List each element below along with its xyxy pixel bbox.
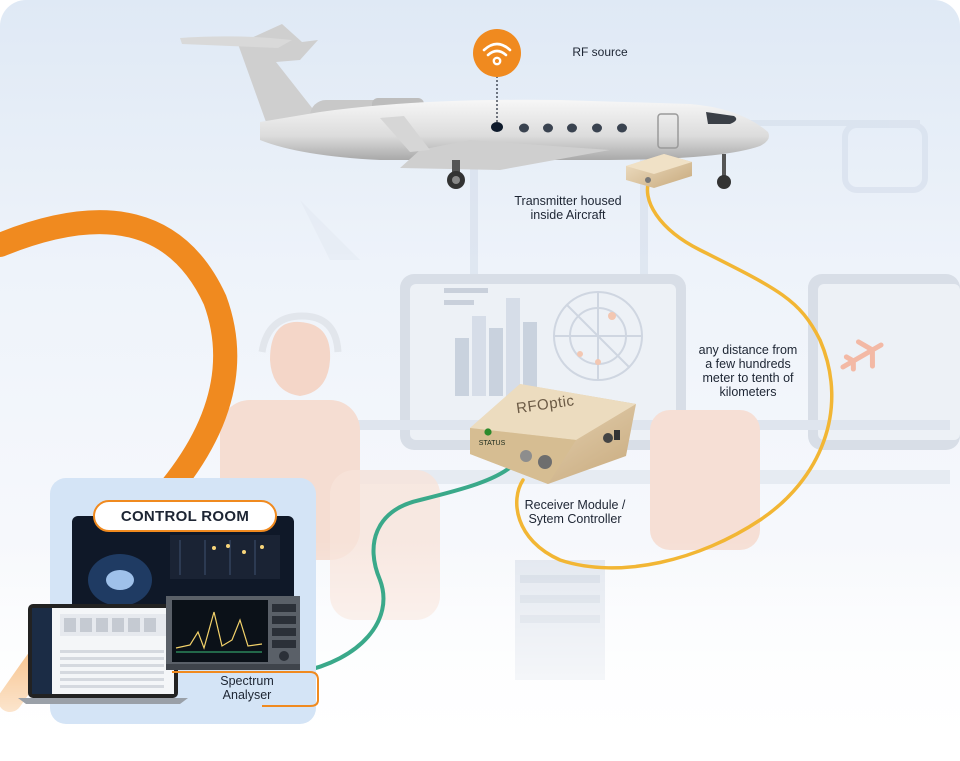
laptop [18, 604, 188, 704]
airplane-icon [840, 339, 884, 372]
aircraft [180, 24, 769, 189]
analyser-label-line: Analyser [222, 688, 272, 702]
distance-label-line: any distance from [698, 343, 798, 357]
receiver-label-line: Receiver Module / [524, 498, 626, 512]
fiber-optic-cable [515, 176, 834, 570]
distance-label-line: meter to tenth of [702, 371, 794, 385]
transmitter-label-line: Transmitter housed [514, 194, 622, 208]
receiver-device [470, 384, 636, 484]
transmitter-label-line: inside Aircraft [530, 208, 606, 222]
distance-label-line: kilometers [719, 385, 777, 399]
wifi-icon [473, 29, 521, 77]
control-room-title: CONTROL ROOM [93, 500, 277, 532]
rf-source-label: RF source [572, 45, 628, 59]
receiver-label: Receiver Module / Sytem Controller [500, 498, 650, 526]
background-monitor-right [808, 274, 960, 450]
transmitter-device [626, 154, 692, 188]
receiver-label-line: Sytem Controller [528, 512, 622, 526]
transmitter-label: Transmitter housed inside Aircraft [500, 194, 636, 222]
distance-label: any distance from a few hundreds meter t… [688, 343, 808, 399]
status-led-label: STATUS [478, 440, 506, 447]
spectrum-analyser [166, 596, 319, 707]
analyser-label: Spectrum Analyser [200, 674, 294, 702]
analyser-label-line: Spectrum [220, 674, 274, 688]
distance-label-line: a few hundreds [705, 357, 791, 371]
